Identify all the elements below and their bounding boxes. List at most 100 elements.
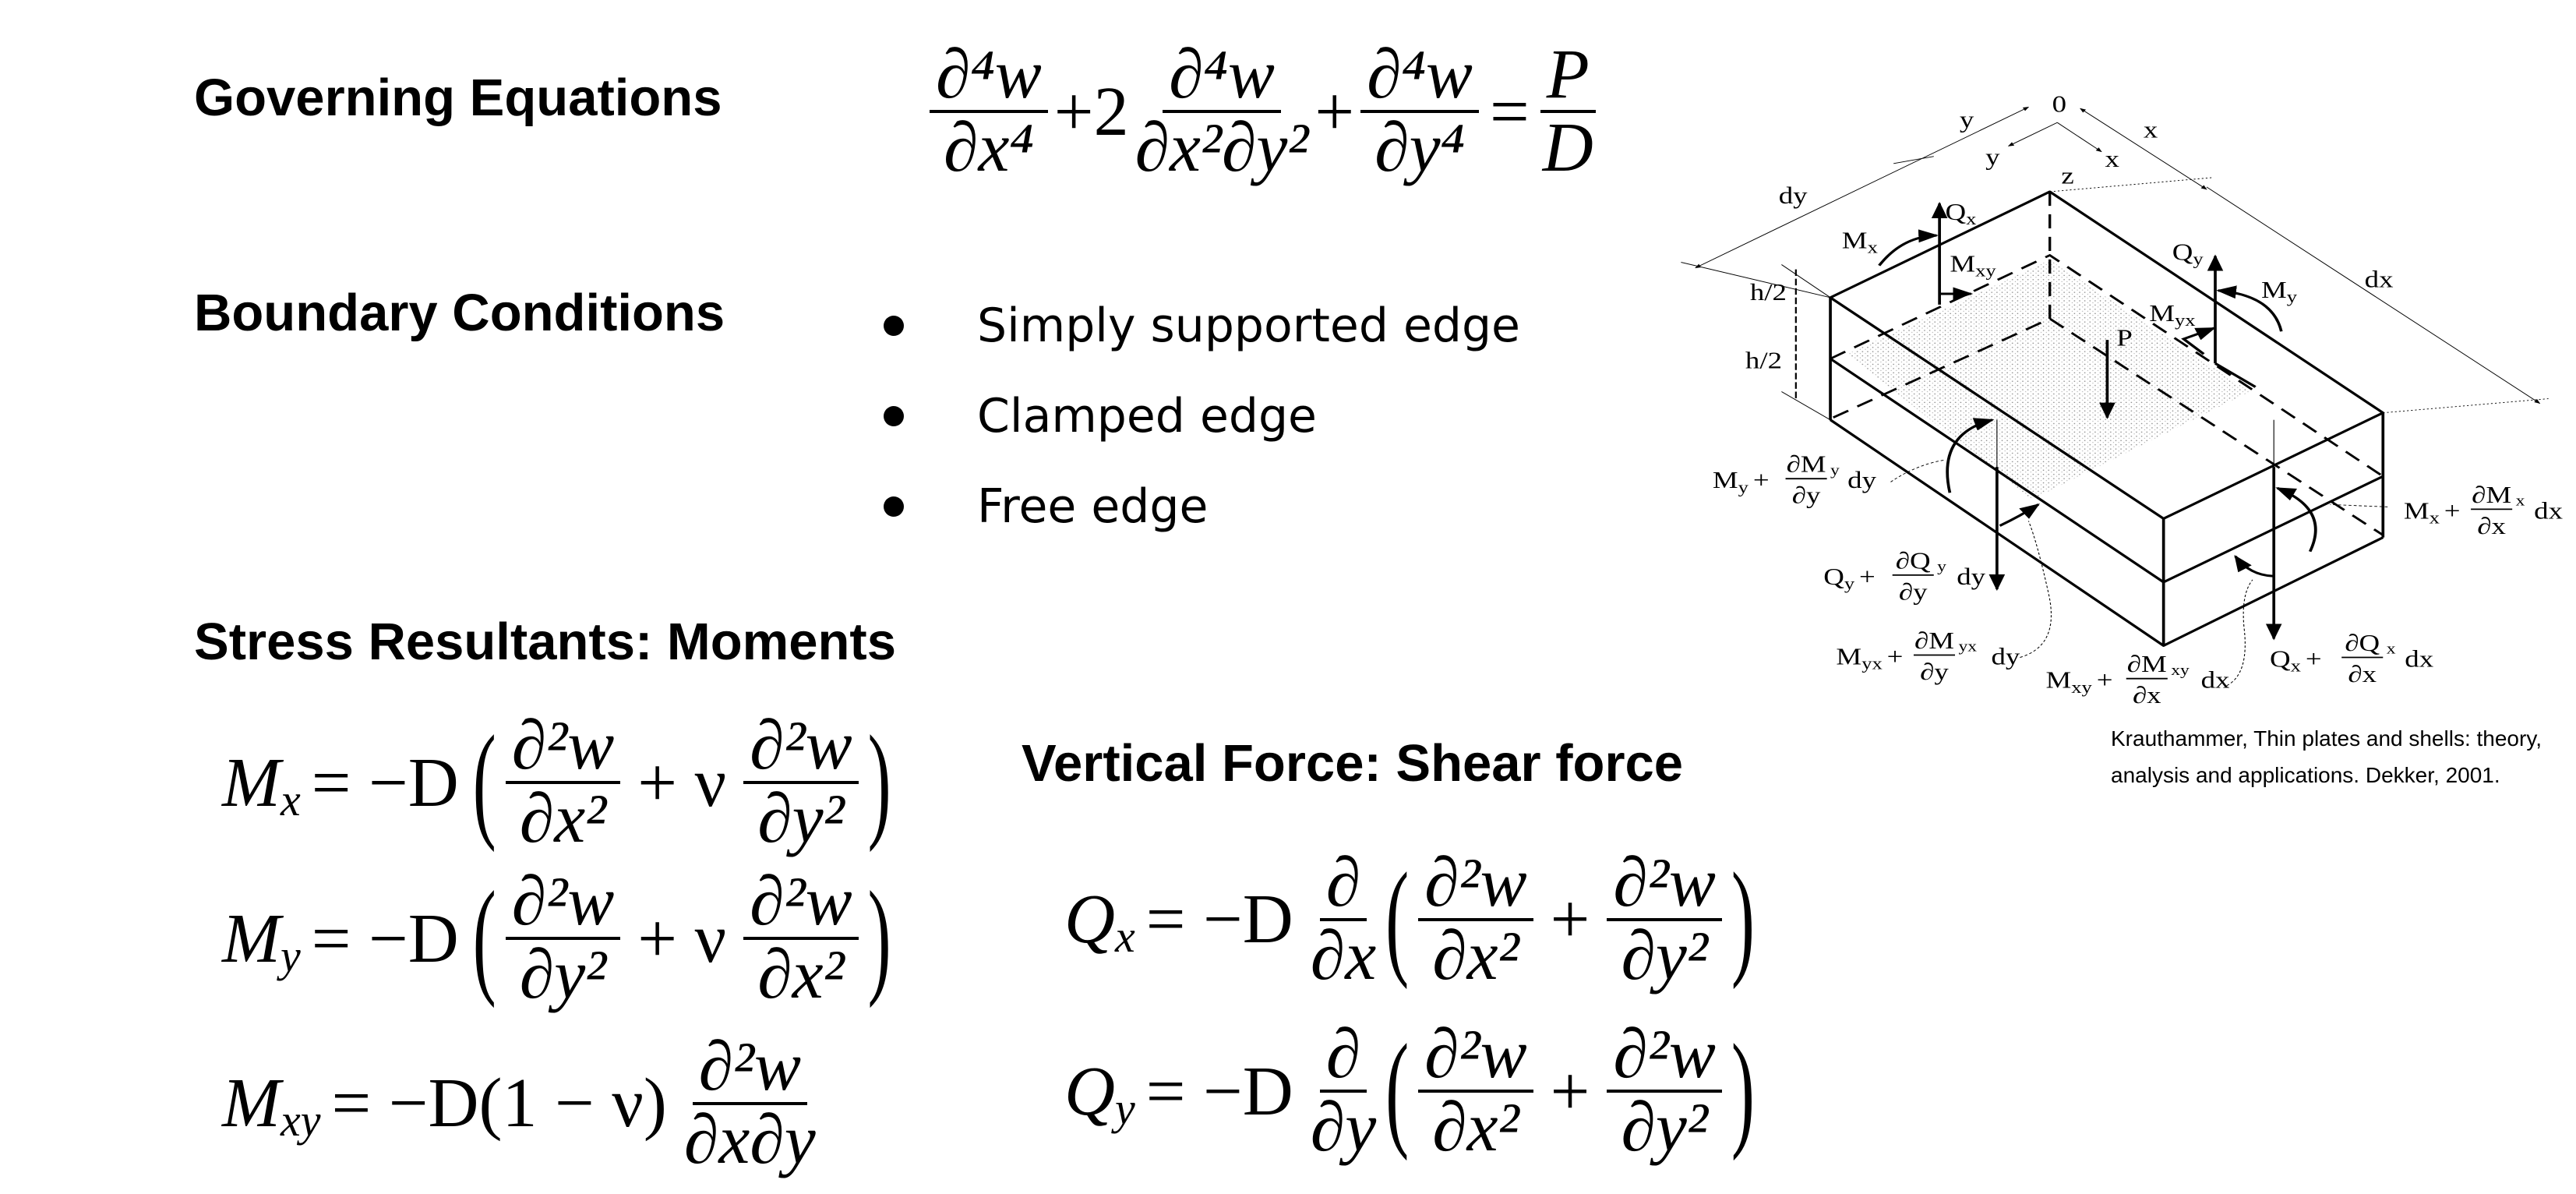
label-tail: dx <box>2201 668 2230 694</box>
label-subscript: x <box>2291 657 2301 676</box>
label-tail: dx <box>2405 647 2433 673</box>
leader-lines <box>1890 419 2388 687</box>
denominator: ∂y² <box>1621 917 1708 994</box>
paren-open: ( <box>472 710 496 853</box>
label-subscript: y <box>1738 478 1749 496</box>
denominator: ∂x² <box>519 780 607 857</box>
label-qx: Qx <box>1946 200 1977 228</box>
label-subscript: yx <box>1861 655 1883 673</box>
mid-plane-shading <box>1847 260 2250 500</box>
fraction: ∂²w∂x² <box>743 867 859 1010</box>
label-plus: + <box>2444 498 2461 524</box>
numerator: ∂⁴w <box>930 40 1048 113</box>
numerator: ∂²w <box>1418 847 1533 921</box>
denominator: ∂x <box>1310 917 1377 994</box>
label-subscript: y <box>2287 288 2298 306</box>
label-denominator: ∂y <box>1920 659 1949 685</box>
heading-stress-resultants: Stress Resultants: Moments <box>194 613 896 671</box>
paren-open: ( <box>1385 1019 1410 1162</box>
fraction: ∂²w∂x² <box>505 711 621 857</box>
fraction: ∂⁴w∂x²∂y² <box>1135 40 1309 183</box>
denominator: ∂y² <box>519 936 607 1013</box>
list-item-text: Simply supported edge <box>977 298 1520 353</box>
fraction: ∂²w∂y² <box>505 867 621 1013</box>
paren-close: ) <box>1731 847 1755 991</box>
hidden-edges <box>1830 191 2384 536</box>
fraction: ∂²w∂x² <box>1418 847 1533 991</box>
label-lhs: Qy+ <box>1823 564 1876 593</box>
lhs-subscript: y <box>1115 1083 1135 1134</box>
label-tail: dx <box>2534 498 2563 524</box>
equals-term: = −D(1 − ν) <box>331 1065 667 1142</box>
dimension-lines <box>1681 106 2549 421</box>
bullet-icon <box>884 496 904 517</box>
label-x-inner: x <box>2105 147 2119 172</box>
label-numerator: ∂Q <box>2345 631 2380 656</box>
label-base: M <box>2261 277 2287 303</box>
denominator: ∂x⁴ <box>944 109 1034 186</box>
label-qy: Qy <box>2172 240 2204 269</box>
list-item: Clamped edge <box>880 371 1520 461</box>
label-y-inner: y <box>1985 145 2000 171</box>
label-numerator: ∂M <box>2127 652 2167 677</box>
label-plus: + <box>2306 647 2322 673</box>
label-base: M <box>2149 301 2175 327</box>
operator: + <box>1550 1052 1590 1130</box>
numerator: P <box>1540 40 1596 113</box>
numerator: ∂ <box>1319 847 1367 921</box>
label-lhs: Myx+ <box>1836 645 1903 673</box>
denominator: ∂y² <box>757 780 845 857</box>
axis-labels: 0 y x y x z dy dx h/2 h/2 P <box>1745 91 2394 373</box>
operator: + <box>1550 881 1590 958</box>
label-tail-subscript: x <box>2387 641 2396 658</box>
numerator: ∂²w <box>692 1031 808 1105</box>
label-subscript: y <box>1844 574 1855 593</box>
figure-caption-line-2: analysis and applications. Dekker, 2001. <box>2111 763 2500 787</box>
fraction: ∂⁴w∂y⁴ <box>1360 40 1479 183</box>
equals-term: = −D <box>311 744 459 821</box>
label-denominator: ∂x <box>2133 683 2161 708</box>
boundary-conditions-list: Simply supported edge Clamped edge Free … <box>880 281 1520 552</box>
label-base: M <box>2404 498 2430 524</box>
operator: + ν <box>637 899 727 977</box>
label-plus: + <box>2097 668 2113 694</box>
label-y-outer: y <box>1960 107 1974 132</box>
lhs-subscript: y <box>280 930 301 981</box>
derivative-operator: ∂∂y <box>1311 1019 1376 1163</box>
figure-caption-line-1: Krauthammer, Thin plates and shells: the… <box>2111 726 2542 751</box>
derivative-operator: ∂∂x <box>1310 847 1377 994</box>
label-denominator: ∂x <box>2477 514 2506 539</box>
label-lhs: Mx+ <box>2404 498 2461 527</box>
equals-term: = −D <box>1145 881 1293 958</box>
fraction: ∂²w∂y² <box>1607 1019 1722 1163</box>
label-denominator: ∂y <box>1899 579 1928 605</box>
label-z: z <box>2061 164 2073 189</box>
label-h-half-top: h/2 <box>1750 280 1787 306</box>
label-mx: Mx <box>1842 228 1878 256</box>
label-base: Q <box>1946 200 1967 225</box>
list-item: Simply supported edge <box>880 281 1520 371</box>
label-tail-subscript: y <box>1937 558 1946 575</box>
equals-term: = −D <box>311 899 459 977</box>
lhs-subscript: x <box>280 774 301 825</box>
lhs-subscript: x <box>1115 911 1135 962</box>
label-numerator: ∂M <box>1914 628 1954 654</box>
label-denominator: ∂y <box>1792 483 1821 509</box>
label-tail-subscript: xy <box>2171 662 2190 679</box>
equals-sign: = <box>1489 72 1530 150</box>
label-x-outer: x <box>2144 118 2158 143</box>
label-subscript: xy <box>2071 678 2092 697</box>
lhs: Q <box>1064 881 1115 958</box>
numerator: ∂²w <box>1418 1019 1533 1093</box>
label-plus: + <box>1887 645 1904 670</box>
label-tail-subscript: x <box>2516 493 2525 510</box>
bullet-icon <box>884 316 904 336</box>
denominator: ∂x²∂y² <box>1134 109 1309 186</box>
numerator: ∂²w <box>1607 847 1722 921</box>
